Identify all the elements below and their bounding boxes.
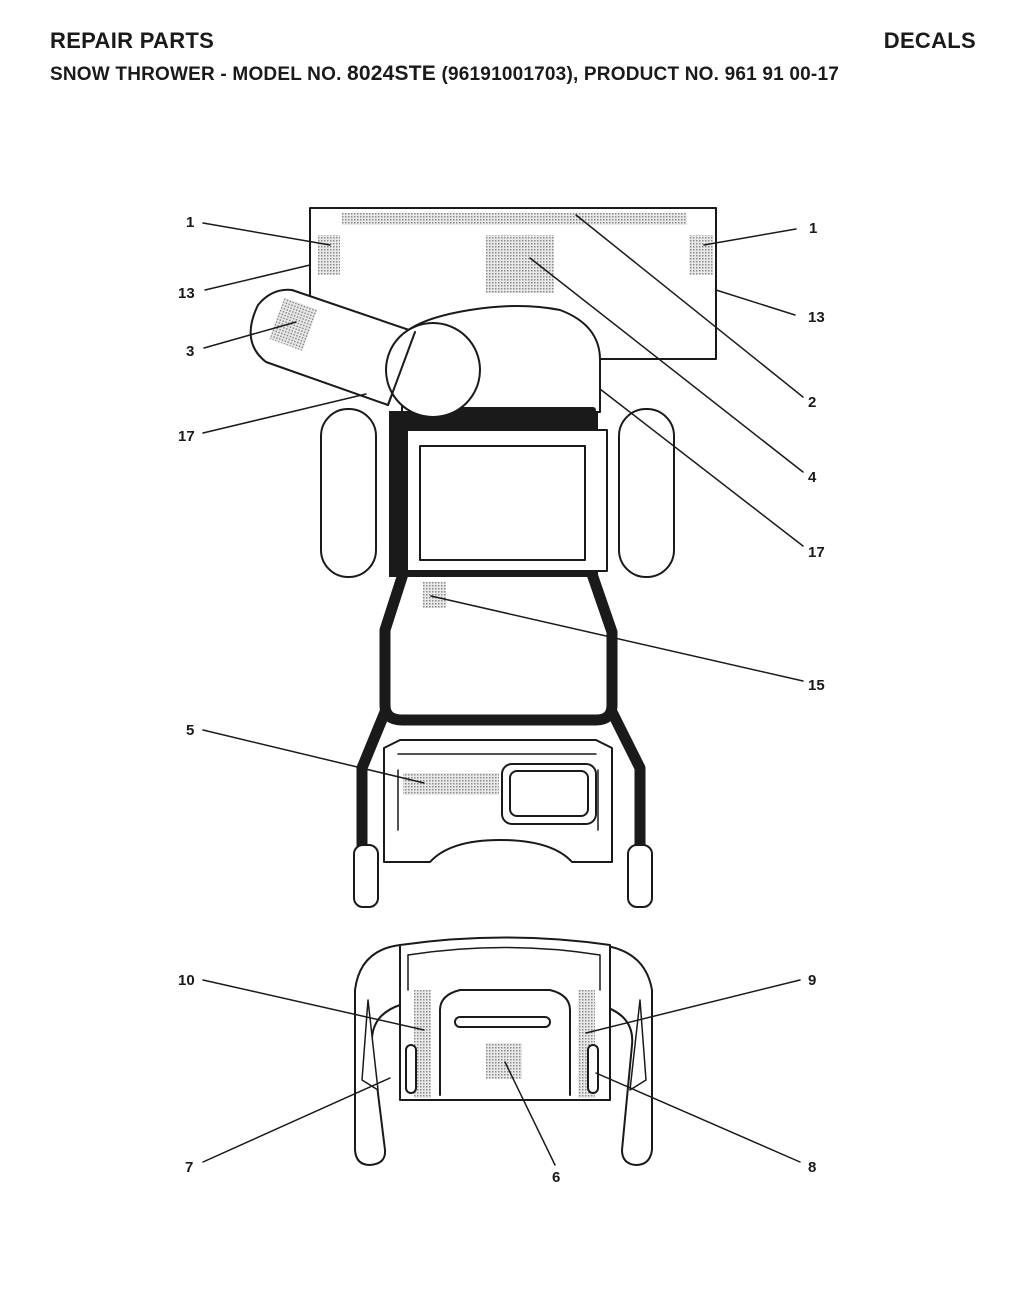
callout-17-left: 17 (178, 428, 195, 445)
dash-display-inner (509, 770, 589, 817)
callout-6: 6 (552, 1169, 560, 1186)
light-bar (454, 1016, 551, 1028)
decal-1-right (689, 235, 713, 275)
decal-3 (269, 297, 318, 351)
subtitle-prefix: SNOW THROWER - MODEL NO. (50, 64, 348, 85)
left-wheel (320, 408, 377, 578)
decal-10 (414, 990, 431, 1098)
decal-1-left (318, 235, 340, 275)
decal-2 (342, 213, 687, 225)
callout-17-right: 17 (808, 544, 825, 561)
model-number: 8024STE (347, 62, 436, 85)
callout-1-left: 1 (186, 214, 194, 231)
decal-7 (405, 1044, 417, 1094)
callout-8: 8 (808, 1159, 816, 1176)
page-title: REPAIR PARTS (50, 28, 215, 53)
section-title: DECALS (883, 28, 976, 53)
right-grip (627, 844, 653, 908)
callout-15: 15 (808, 677, 825, 694)
dash-hood (439, 989, 571, 1096)
decal-5 (403, 773, 499, 795)
decal-6 (486, 1043, 522, 1079)
right-wheel (618, 408, 675, 578)
callout-3: 3 (186, 343, 194, 360)
decal-15 (423, 582, 446, 608)
callout-5: 5 (186, 722, 194, 739)
callout-13-right: 13 (808, 309, 825, 326)
left-grip (353, 844, 379, 908)
subtitle-suffix: (96191001703), PRODUCT NO. 961 91 00-17 (436, 64, 839, 85)
right-handle (606, 706, 646, 861)
callout-2: 2 (808, 394, 816, 411)
lower-handle-frame (379, 568, 618, 726)
decal-4 (486, 235, 554, 293)
callout-4: 4 (808, 469, 817, 486)
callout-9: 9 (808, 972, 816, 989)
decal-8 (587, 1044, 599, 1094)
callout-13-left: 13 (178, 285, 195, 302)
rear-left-handle (354, 944, 401, 1166)
engine-top-panel (419, 445, 586, 561)
rear-right-handle (599, 944, 653, 1166)
callout-1-right: 1 (809, 220, 817, 237)
left-handle (356, 706, 391, 861)
model-subtitle: SNOW THROWER - MODEL NO. 8024STE (961910… (50, 62, 839, 86)
leader-lines (202, 214, 804, 1166)
callout-10: 10 (178, 972, 195, 989)
callout-7: 7 (185, 1159, 193, 1176)
